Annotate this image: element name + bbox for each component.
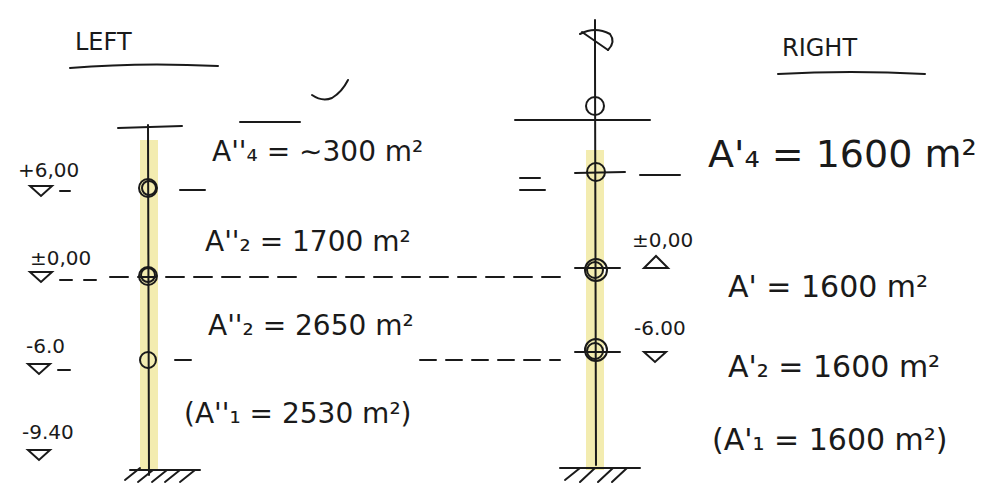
level-mark: -6.00: [634, 318, 686, 338]
area-note: A''₂ = 1700 m²: [205, 228, 411, 256]
level-mark: -6.0: [26, 336, 65, 356]
level-mark: +6,00: [18, 160, 79, 180]
area-note: A''₄ = ∼300 m²: [212, 138, 423, 166]
level-mark: -9.40: [22, 422, 74, 442]
area-note: A''₂ = 2650 m²: [208, 312, 414, 340]
level-mark: ±0,00: [632, 230, 693, 250]
area-note: A'₄ = 1600 m²: [708, 135, 977, 173]
level-mark: ±0,00: [30, 248, 91, 268]
heading: RIGHT: [782, 36, 857, 60]
area-note: A'₂ = 1600 m²: [728, 352, 940, 382]
area-note: (A''₁ = 2530 m²): [184, 400, 412, 428]
area-note: (A'₁ = 1600 m²): [712, 425, 948, 455]
area-note: A' = 1600 m²: [728, 272, 928, 302]
heading: LEFT: [75, 30, 132, 54]
